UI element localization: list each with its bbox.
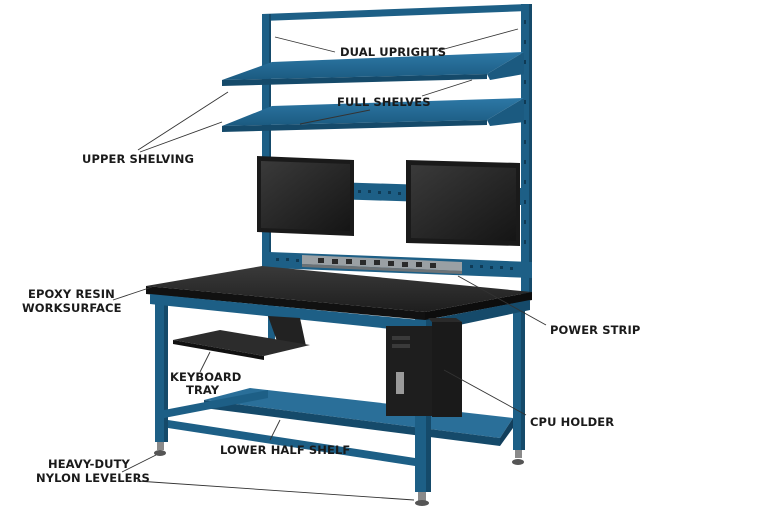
label-lower-half-shelf: LOWER HALF SHELF: [220, 443, 350, 457]
upper-shelf-2: [222, 98, 524, 132]
label-upper-shelving: UPPER SHELVING: [82, 152, 194, 166]
label-keyboard-line2: TRAY: [186, 383, 220, 397]
label-full-shelves: FULL SHELVES: [337, 95, 431, 109]
label-keyboard-line1: KEYBOARD: [170, 370, 241, 384]
leader-full-shelves-top: [421, 79, 473, 97]
keyboard-tray: [173, 316, 310, 360]
leader-power-strip: [457, 275, 547, 326]
leader-lines: [112, 28, 547, 501]
upper-shelf-1: [222, 52, 524, 86]
label-levelers-line1: HEAVY-DUTY: [48, 457, 131, 471]
left-legs: [154, 292, 268, 456]
leader-cpu-holder: [443, 369, 527, 416]
leader-dual-uprights-left: [274, 36, 336, 53]
leader-upper-shelving-1: [137, 91, 229, 151]
label-power-strip: POWER STRIP: [550, 323, 640, 337]
leader-epoxy: [112, 286, 153, 301]
shelf-1-bracket: [487, 52, 524, 80]
monitor-right: [406, 160, 520, 246]
label-cpu-holder: CPU HOLDER: [530, 415, 614, 429]
epoxy-worksurface: [146, 266, 532, 332]
shelf-2-bracket: [487, 98, 524, 126]
label-dual-uprights: DUAL UPRIGHTS: [340, 45, 446, 59]
leader-lower-half-shelf: [269, 419, 281, 441]
left-upright: [262, 14, 269, 276]
leader-dual-uprights-right: [436, 28, 519, 52]
leader-levelers-left: [121, 454, 157, 473]
callout-labels: DUAL UPRIGHTS FULL SHELVES UPPER SHELVIN…: [22, 45, 640, 485]
leader-upper-shelving-2: [139, 121, 223, 153]
monitor-left: [257, 156, 354, 236]
power-strip: [302, 255, 462, 274]
leader-full-shelves-bottom: [299, 109, 371, 125]
leader-levelers-right: [136, 480, 415, 501]
label-levelers-line2: NYLON LEVELERS: [36, 471, 150, 485]
cpu-holder: [386, 318, 462, 417]
leader-keyboard-tray: [199, 351, 211, 373]
right-upright: [521, 4, 529, 294]
top-crossbar: [262, 4, 528, 21]
label-epoxy-line1: EPOXY RESIN: [28, 287, 115, 301]
label-epoxy-line2: WORKSURFACE: [22, 301, 122, 315]
